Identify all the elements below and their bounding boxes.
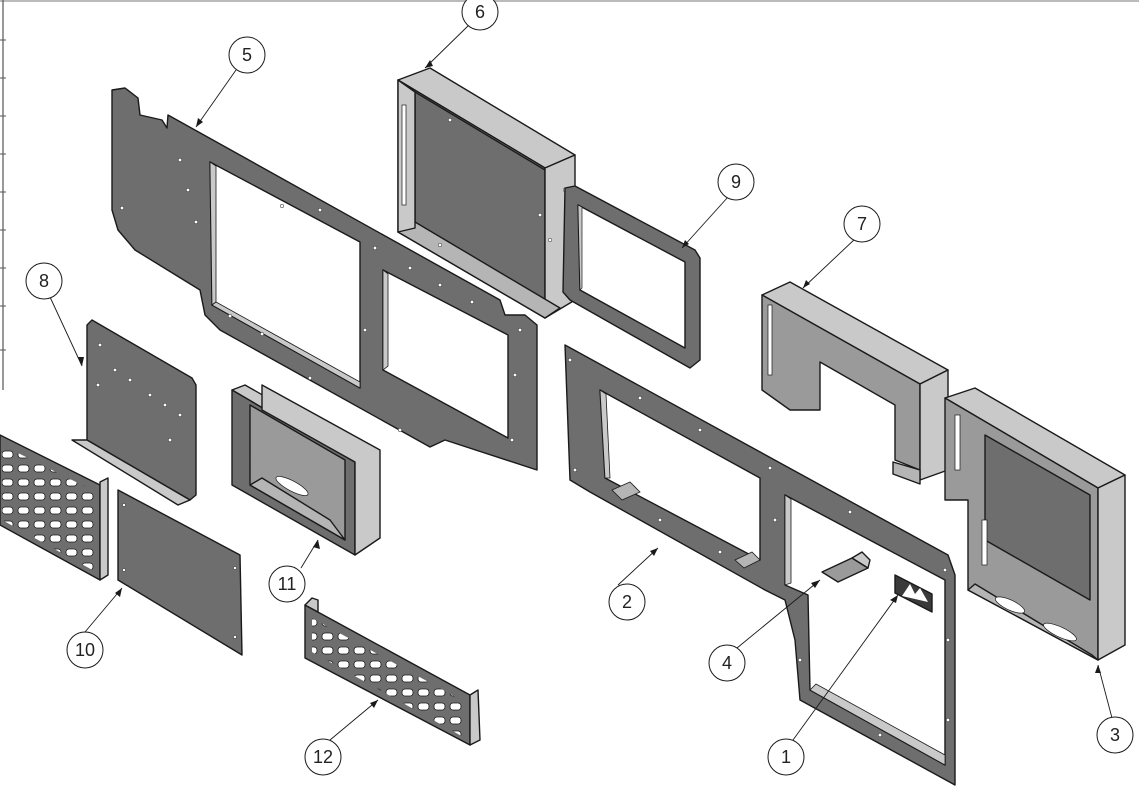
right-box — [944, 387, 1126, 661]
balloon-12: 12 — [304, 738, 342, 776]
back-panel-upper — [111, 87, 538, 471]
front-panel-lower — [564, 344, 956, 786]
balloon-2: 2 — [608, 583, 646, 621]
recessed-box — [231, 384, 381, 556]
vent-grille-left — [0, 434, 109, 581]
balloon-label-6: 6 — [475, 2, 485, 22]
balloon-1: 1 — [767, 738, 805, 776]
balloon-10: 10 — [66, 631, 104, 669]
cover-plate — [117, 489, 243, 656]
balloon-label-5: 5 — [242, 45, 252, 65]
balloon-label-10: 10 — [75, 640, 95, 660]
balloon-label-7: 7 — [857, 214, 867, 234]
emblem-plate — [894, 574, 933, 613]
balloon-label-3: 3 — [1110, 725, 1120, 745]
balloon-4: 4 — [708, 644, 746, 682]
small-bracket — [821, 551, 871, 583]
balloon-11: 11 — [268, 565, 306, 603]
balloon-7: 7 — [843, 205, 881, 243]
balloon-5: 5 — [228, 36, 266, 74]
balloon-label-8: 8 — [39, 271, 49, 291]
left-ruler-ticks — [0, 39, 6, 351]
balloon-6: 6 — [461, 0, 499, 31]
balloon-label-9: 9 — [731, 172, 741, 192]
balloon-label-12: 12 — [313, 747, 333, 767]
vent-grille-right — [304, 597, 481, 746]
u-bracket — [761, 281, 949, 485]
balloon-label-2: 2 — [622, 592, 632, 612]
mounting-plate — [71, 319, 197, 506]
balloon-label-4: 4 — [722, 653, 732, 673]
frame-gasket — [562, 185, 701, 369]
balloon-8: 8 — [25, 262, 63, 300]
balloon-3: 3 — [1096, 716, 1134, 754]
balloon-label-11: 11 — [278, 574, 297, 594]
balloon-label-1: 1 — [781, 747, 791, 767]
leader-arrowheads — [78, 60, 1101, 708]
balloon-9: 9 — [717, 163, 755, 201]
